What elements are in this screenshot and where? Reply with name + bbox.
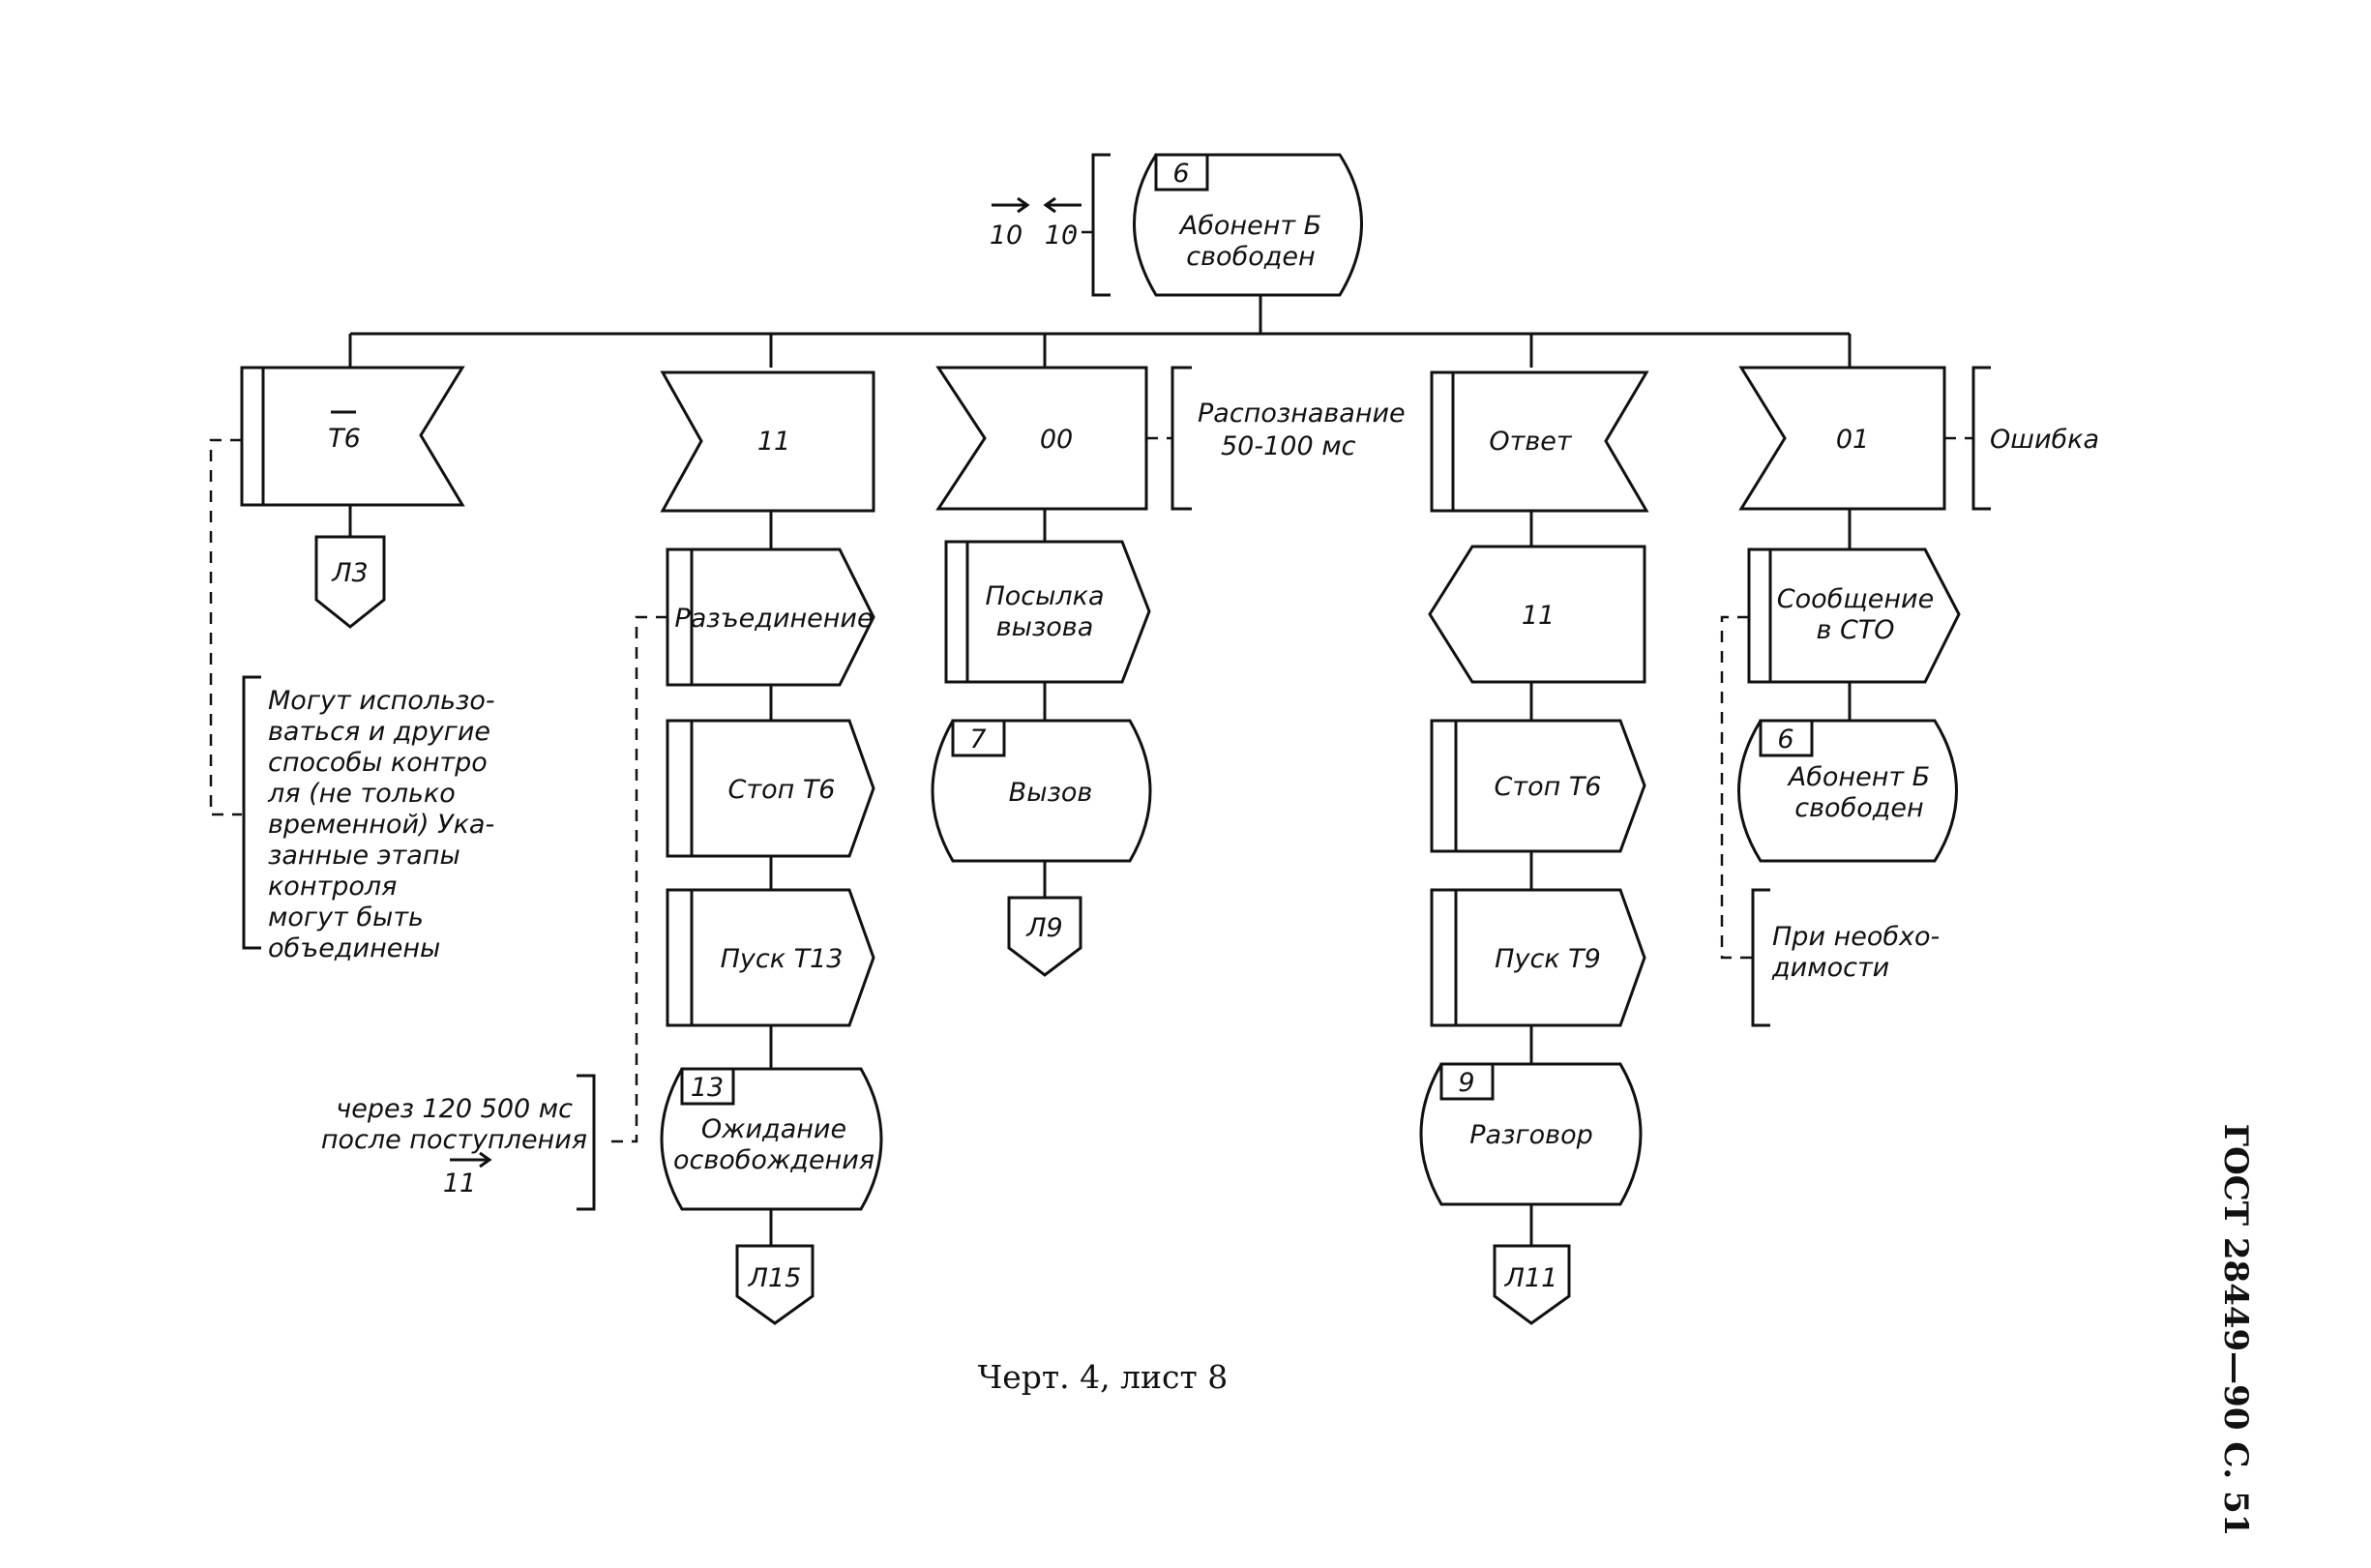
- task-label: Посылка: [985, 581, 1104, 611]
- connector-l11: Л11: [1493, 1244, 1571, 1325]
- input-signal-answer: Ответ: [1430, 370, 1649, 513]
- figure-caption: Черт. 4, лист 8: [978, 1358, 1229, 1396]
- top-signal-bracket: 10 10: [990, 153, 1111, 297]
- task-stop-t6: Стоп T6: [666, 719, 875, 858]
- note-line: Ошибка: [1990, 425, 2099, 455]
- note-line: Могут использо-: [268, 686, 495, 716]
- task-start-t13: Пуск T13: [666, 888, 875, 1027]
- input-label: 00: [1040, 425, 1073, 455]
- state-number: 6: [1172, 159, 1189, 189]
- state-waiting-release: 13 Ожидание освобождения: [660, 1067, 883, 1211]
- note-col2: через 120 500 мс после поступления 11: [321, 615, 667, 1211]
- connector-label: Л9: [1025, 913, 1062, 943]
- state-label: Разговор: [1469, 1120, 1592, 1150]
- note-col1: Могут использо- ваться и другие способы …: [209, 438, 495, 963]
- note-line: ваться и другие: [268, 717, 490, 747]
- state-abonent-b-free: 6 Абонент Б свободен: [1133, 153, 1363, 297]
- note-line: При необхо-: [1772, 922, 1940, 952]
- note-line: Распознавание: [1198, 399, 1406, 429]
- state-label: Вызов: [1009, 778, 1093, 808]
- input-signal-t6: T6: [240, 366, 465, 507]
- state-number: 9: [1458, 1068, 1474, 1098]
- input-label: T6: [328, 424, 361, 454]
- note-line: 50-100 мс: [1221, 431, 1356, 461]
- task-label: Пуск T9: [1495, 944, 1601, 974]
- task-label: Сообщение: [1777, 584, 1934, 614]
- note-col3: Распознавание 50-100 мс: [1146, 366, 1406, 511]
- connector-label: Л3: [331, 558, 368, 588]
- state-number: 7: [969, 725, 986, 754]
- state-label: освобождения: [673, 1145, 874, 1175]
- task-send-call: Посылка вызова: [944, 540, 1151, 684]
- note-line: ля (не только: [267, 779, 456, 809]
- input-label: 01: [1836, 425, 1869, 455]
- task-stop-t6-b: Стоп T6: [1430, 719, 1646, 853]
- task-label: Пуск T13: [721, 944, 844, 974]
- state-label: Абонент Б: [1787, 762, 1930, 792]
- connector-l9: Л9: [1007, 896, 1082, 977]
- connector-l3: Л3: [314, 535, 386, 629]
- input-signal-01: 01: [1738, 366, 1946, 511]
- state-label: свободен: [1186, 242, 1315, 272]
- task-message-sto: Сообщение в СТО: [1747, 547, 1961, 684]
- note-line: способы контро: [268, 748, 488, 778]
- note-line: могут быть: [268, 902, 424, 932]
- branch-bus: [348, 295, 1852, 368]
- input-signal-11: 11: [660, 370, 875, 513]
- signal-out-label: 10: [990, 221, 1022, 251]
- task-label: Разъединение: [674, 604, 873, 634]
- state-call: 7 Вызов: [931, 719, 1152, 863]
- state-label: Абонент Б: [1178, 211, 1321, 241]
- state-number: 13: [691, 1073, 724, 1103]
- output-signal-11: 11: [1428, 545, 1646, 684]
- state-abonent-b-free-2: 6 Абонент Б свободен: [1737, 719, 1958, 863]
- note-line: 11: [443, 1169, 476, 1198]
- signal-in-label: 10: [1045, 221, 1078, 251]
- state-conversation: 9 Разговор: [1419, 1062, 1643, 1206]
- note-line: после поступления: [321, 1125, 587, 1155]
- note-line: контроля: [268, 872, 397, 902]
- task-label: вызова: [996, 612, 1094, 642]
- note-line: димости: [1771, 953, 1889, 983]
- input-label: Ответ: [1489, 427, 1573, 457]
- note-line: через 120 500 мс: [336, 1094, 573, 1124]
- note-col5-error: Ошибка: [1944, 366, 2099, 511]
- task-start-t9: Пуск T9: [1430, 888, 1646, 1027]
- note-col5-necessity: При необхо- димости: [1720, 615, 1940, 1027]
- task-disconnect: Разъединение: [666, 547, 875, 687]
- output-label: 11: [1522, 601, 1555, 631]
- input-label: 11: [757, 427, 790, 457]
- task-label: в СТО: [1816, 615, 1894, 645]
- connector-label: Л15: [748, 1263, 802, 1293]
- connector-label: Л11: [1504, 1263, 1558, 1293]
- standard-page-label: ГОСТ 28449—90 С. 51: [2216, 1124, 2255, 1537]
- task-label: Стоп T6: [727, 775, 835, 805]
- note-line: объединены: [268, 933, 440, 963]
- note-line: занные этапы: [268, 841, 460, 871]
- state-label: Ожидание: [701, 1114, 846, 1144]
- connector-l15: Л15: [735, 1244, 815, 1325]
- note-line: временной) Ука-: [268, 810, 494, 840]
- state-label: свободен: [1794, 793, 1923, 823]
- task-label: Стоп T6: [1494, 772, 1601, 802]
- state-number: 6: [1777, 725, 1793, 754]
- input-signal-00: 00: [935, 366, 1148, 511]
